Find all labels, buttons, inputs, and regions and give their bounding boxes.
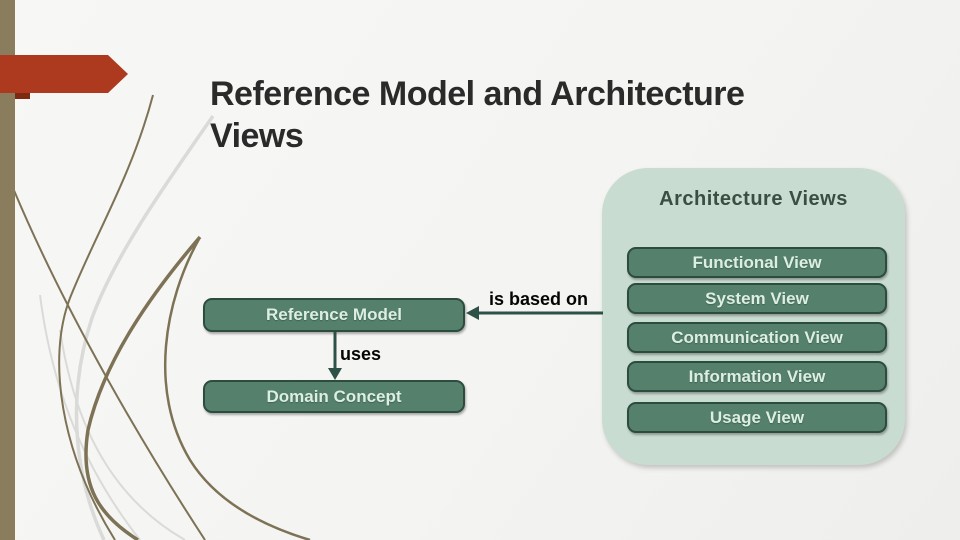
uses-arrowhead bbox=[328, 368, 342, 380]
view-box-system: System View bbox=[627, 283, 887, 314]
title-arrow-marker bbox=[0, 55, 128, 93]
is-based-on-arrowhead bbox=[466, 306, 479, 320]
architecture-views-container: Architecture Views Functional View Syste… bbox=[602, 168, 905, 465]
view-box-usage: Usage View bbox=[627, 402, 887, 433]
title-arrow-fold bbox=[0, 93, 30, 99]
is-based-on-label: is based on bbox=[489, 289, 589, 309]
domain-concept-box: Domain Concept bbox=[203, 380, 465, 413]
slide-title-line2: Views bbox=[210, 116, 304, 155]
reference-model-box: Reference Model bbox=[203, 298, 465, 332]
architecture-views-title: Architecture Views bbox=[659, 188, 848, 210]
slide-title-line1: Reference Model and Architecture bbox=[210, 74, 745, 113]
view-box-communication: Communication View bbox=[627, 322, 887, 353]
gray-swoosh-curves bbox=[39, 115, 215, 540]
sidebar-accent-bar bbox=[0, 0, 15, 540]
uses-label: uses bbox=[340, 344, 382, 364]
view-box-functional: Functional View bbox=[627, 247, 887, 278]
slide-title: Reference Model and Architecture Views bbox=[210, 73, 745, 157]
view-box-information: Information View bbox=[627, 361, 887, 392]
